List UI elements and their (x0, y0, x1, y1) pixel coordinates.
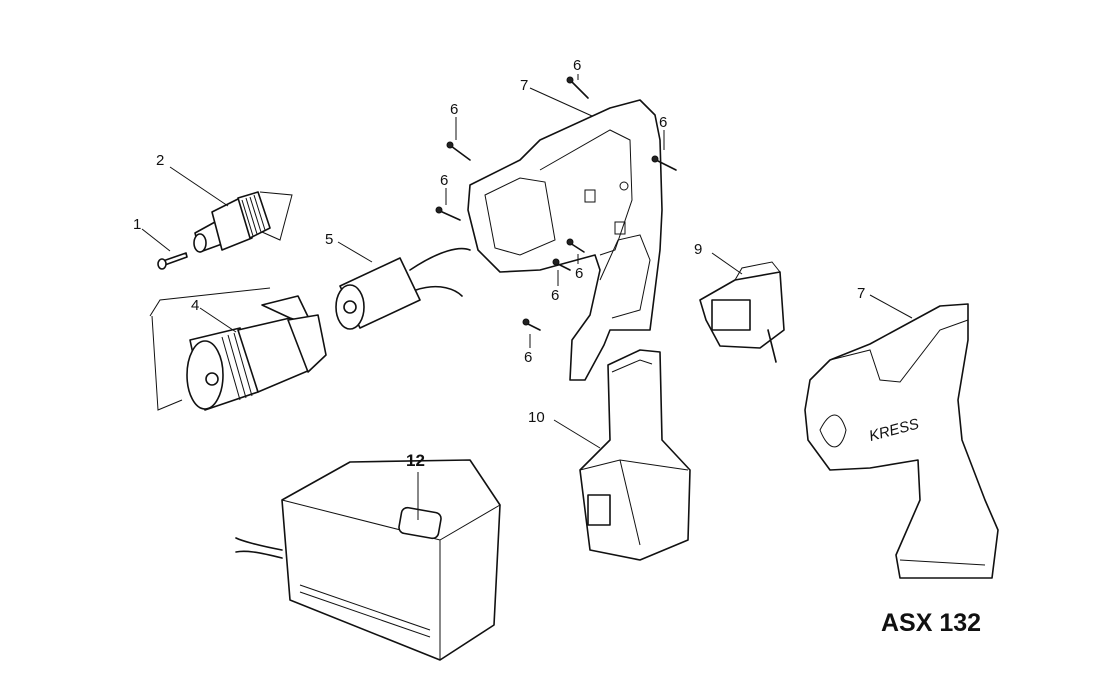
callout-7b: 7 (857, 285, 865, 302)
part-10-battery (553, 349, 691, 561)
callout-6d: 6 (659, 114, 667, 131)
callout-2: 2 (156, 152, 164, 169)
callout-10: 10 (528, 409, 545, 426)
part-6-screws (435, 74, 677, 348)
part-7-drill-body (804, 294, 999, 579)
callout-6a: 6 (573, 57, 581, 74)
model-label: ASX 132 (881, 609, 981, 637)
callout-12: 12 (406, 451, 425, 470)
callout-6c: 6 (440, 172, 448, 189)
callout-7a: 7 (520, 77, 528, 94)
part-5-motor (335, 241, 471, 330)
part-12-charger (235, 459, 501, 661)
callout-5: 5 (325, 231, 333, 248)
callout-6b: 6 (450, 101, 458, 118)
part-4-gearbox (149, 287, 327, 411)
callout-6e: 6 (575, 265, 583, 282)
part-2-chuck (169, 166, 293, 253)
callout-9: 9 (694, 241, 702, 258)
leader-7a (529, 87, 593, 117)
callout-1: 1 (133, 216, 141, 233)
callout-4: 4 (191, 297, 199, 314)
part-9-switch (699, 252, 785, 363)
callout-6f: 6 (551, 287, 559, 304)
part-7-housing-half (467, 99, 663, 381)
part-1-screw (141, 228, 188, 270)
callout-6g: 6 (524, 349, 532, 366)
